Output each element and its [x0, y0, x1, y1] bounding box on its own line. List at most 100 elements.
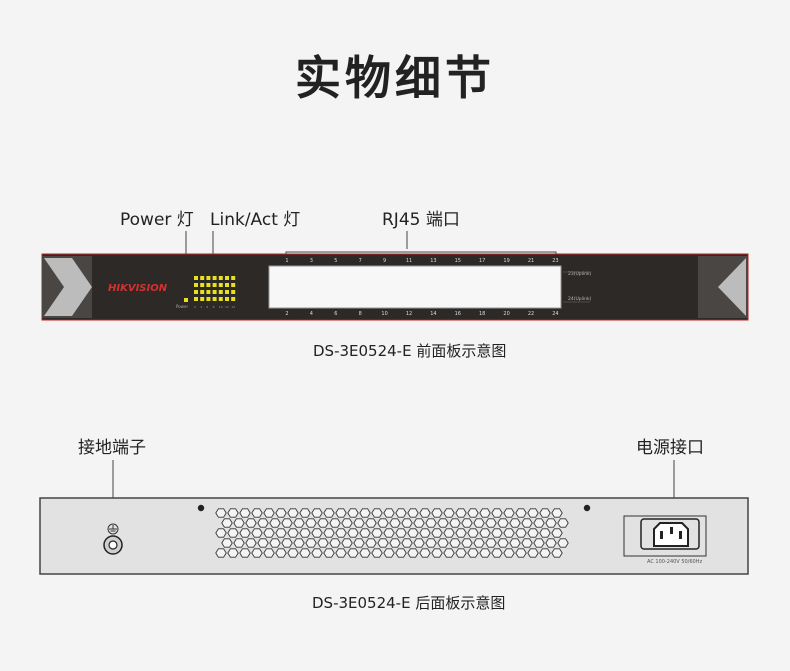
link-act-led: [206, 283, 211, 287]
vent-hole: [431, 508, 443, 518]
vent-hole: [455, 508, 467, 518]
vent-hole: [473, 538, 485, 548]
vent-hole: [341, 518, 353, 528]
vent-hole: [215, 528, 227, 538]
link-act-led: [231, 297, 236, 301]
vent-hole: [443, 508, 455, 518]
vent-hole: [479, 548, 491, 558]
vent-hole: [233, 538, 245, 548]
ventilation-grille: [215, 508, 569, 558]
vent-hole: [509, 518, 521, 528]
led-grid: [184, 276, 236, 302]
vent-hole: [545, 538, 557, 548]
vent-hole: [437, 518, 449, 528]
vent-hole: [347, 548, 359, 558]
vent-hole: [263, 548, 275, 558]
vent-hole: [311, 548, 323, 558]
vent-hole: [227, 548, 239, 558]
vent-hole: [461, 538, 473, 548]
top-port-number: 13: [430, 258, 436, 264]
screw-hole-right: [583, 504, 591, 512]
link-act-led: [225, 276, 229, 280]
vent-hole: [389, 538, 401, 548]
vent-hole: [353, 518, 365, 528]
power-port-label: 电源接口: [636, 438, 704, 458]
link-act-led: [194, 297, 198, 301]
vent-hole: [503, 548, 515, 558]
link-act-led: [218, 297, 223, 301]
power-led-caption: Power: [176, 304, 188, 309]
vent-hole: [413, 518, 425, 528]
led-column-number: 10: [219, 305, 223, 309]
vent-hole: [419, 548, 431, 558]
top-port-number: 11: [406, 258, 412, 264]
vent-hole: [557, 518, 569, 528]
vent-hole: [335, 508, 347, 518]
vent-hole: [467, 548, 479, 558]
link-act-led-label: Link/Act 灯: [210, 210, 301, 230]
vent-hole: [245, 538, 257, 548]
vent-hole: [323, 508, 335, 518]
link-act-led: [231, 283, 236, 287]
bottom-port-number: 10: [381, 311, 387, 317]
vent-hole: [359, 548, 371, 558]
vent-hole: [359, 528, 371, 538]
link-act-led: [194, 276, 198, 280]
vent-hole: [239, 548, 251, 558]
vent-hole: [287, 508, 299, 518]
vent-hole: [251, 528, 263, 538]
vent-hole: [503, 508, 515, 518]
vent-hole: [425, 518, 437, 528]
vent-hole: [293, 518, 305, 528]
vent-hole: [443, 528, 455, 538]
led-column-number: 6: [206, 305, 208, 309]
vent-hole: [371, 508, 383, 518]
vent-hole: [335, 528, 347, 538]
link-act-led: [212, 290, 217, 294]
vent-hole: [515, 528, 527, 538]
vent-hole: [245, 518, 257, 528]
top-port-number: 1: [285, 258, 288, 264]
ground-terminal-label: 接地端子: [78, 438, 146, 458]
left-ear-chevron: [44, 258, 92, 316]
link-act-led: [225, 297, 229, 301]
bottom-port-number: 14: [430, 311, 436, 317]
vent-hole: [317, 538, 329, 548]
vent-hole: [323, 548, 335, 558]
vent-hole: [257, 538, 269, 548]
vent-hole: [533, 538, 545, 548]
vent-hole: [515, 548, 527, 558]
vent-hole: [485, 538, 497, 548]
vent-hole: [497, 518, 509, 528]
front-panel-caption: DS-3E0524-E 前面板示意图: [313, 342, 507, 360]
uplink-tag-23: 23(Uplink): [568, 271, 592, 277]
bottom-port-number: 8: [359, 311, 362, 317]
vent-hole: [407, 508, 419, 518]
vent-hole: [497, 538, 509, 548]
vent-hole: [239, 508, 251, 518]
vent-hole: [311, 508, 323, 518]
link-act-led: [206, 290, 211, 294]
power-rating-text: AC 100-240V 50/60Hz: [647, 559, 702, 565]
bottom-port-number: 24: [552, 311, 558, 317]
vent-hole: [491, 548, 503, 558]
vent-hole: [473, 518, 485, 528]
vent-hole: [551, 508, 563, 518]
vent-hole: [551, 528, 563, 538]
vent-hole: [347, 528, 359, 538]
vent-hole: [383, 528, 395, 538]
vent-hole: [479, 528, 491, 538]
vent-hole: [551, 548, 563, 558]
vent-hole: [293, 538, 305, 548]
vent-hole: [557, 538, 569, 548]
vent-hole: [401, 538, 413, 548]
top-port-number: 21: [528, 258, 534, 264]
link-act-led: [206, 276, 211, 280]
vent-hole: [383, 508, 395, 518]
link-act-led: [212, 283, 217, 287]
vent-hole: [431, 548, 443, 558]
vent-hole: [449, 538, 461, 548]
bottom-port-number: 22: [528, 311, 534, 317]
vent-hole: [395, 508, 407, 518]
